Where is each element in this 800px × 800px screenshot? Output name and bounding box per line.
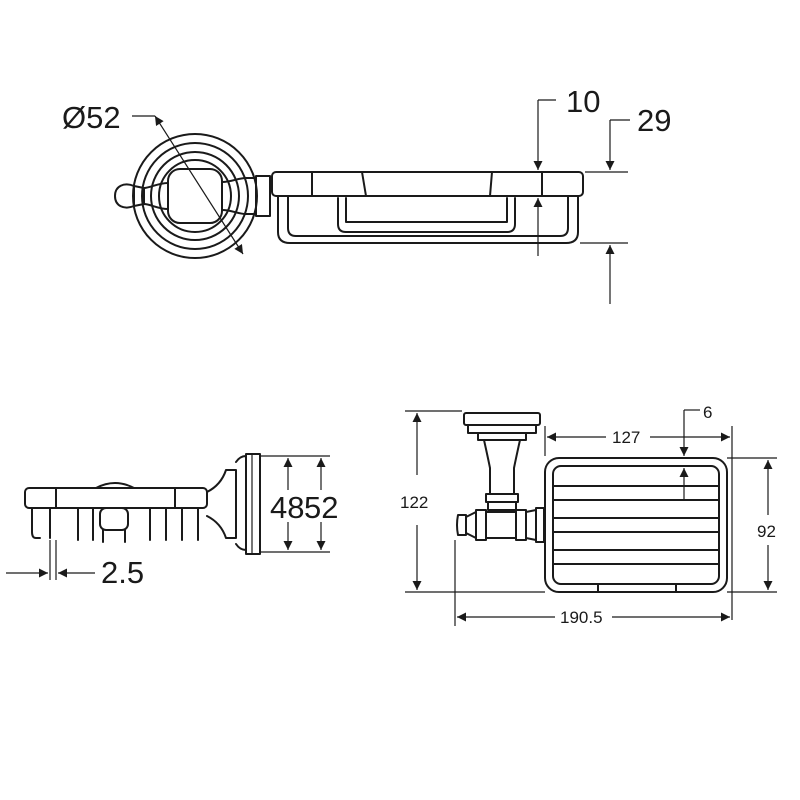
top-view: Ø52 10 29	[62, 84, 671, 304]
dimension-48-label: 48	[270, 490, 304, 525]
dimension-190-5-label: 190.5	[560, 608, 603, 627]
front-arm	[456, 507, 545, 543]
diameter-label: Ø52	[62, 100, 121, 135]
dimension-122: 122	[400, 410, 545, 593]
dimension-92-label: 92	[757, 522, 776, 541]
dimension-190-5: 190.5	[454, 540, 730, 627]
tray-top-view	[271, 171, 584, 244]
dimension-52-label: 52	[304, 490, 338, 525]
dimension-2-5-label: 2.5	[101, 555, 144, 590]
side-height-dimensions: 48 52	[260, 455, 339, 553]
side-tray	[24, 482, 208, 531]
dimension-127: 127	[544, 426, 733, 620]
dimension-6: 6	[679, 403, 712, 500]
dimension-29-label: 29	[637, 103, 671, 138]
dimension-6-label: 6	[703, 403, 712, 422]
dimension-2-5: 2.5	[6, 540, 144, 590]
dimension-127-label: 127	[612, 428, 640, 447]
dimension-10: 10	[533, 84, 600, 256]
front-post	[463, 412, 541, 511]
side-view: 48 52 2.5	[6, 453, 339, 590]
dimension-122-label: 122	[400, 493, 428, 512]
side-wall-mount	[206, 453, 261, 555]
front-view: 122 127 6 92 190.5	[400, 403, 777, 627]
dimension-10-label: 10	[566, 84, 600, 119]
diameter-dimension: Ø52	[62, 100, 244, 255]
wall-flange	[132, 133, 258, 259]
left-finial	[114, 182, 169, 210]
dimension-29: 29	[580, 103, 671, 304]
dimension-92: 92	[727, 457, 777, 593]
side-prongs	[31, 507, 199, 543]
front-basket	[544, 457, 728, 593]
